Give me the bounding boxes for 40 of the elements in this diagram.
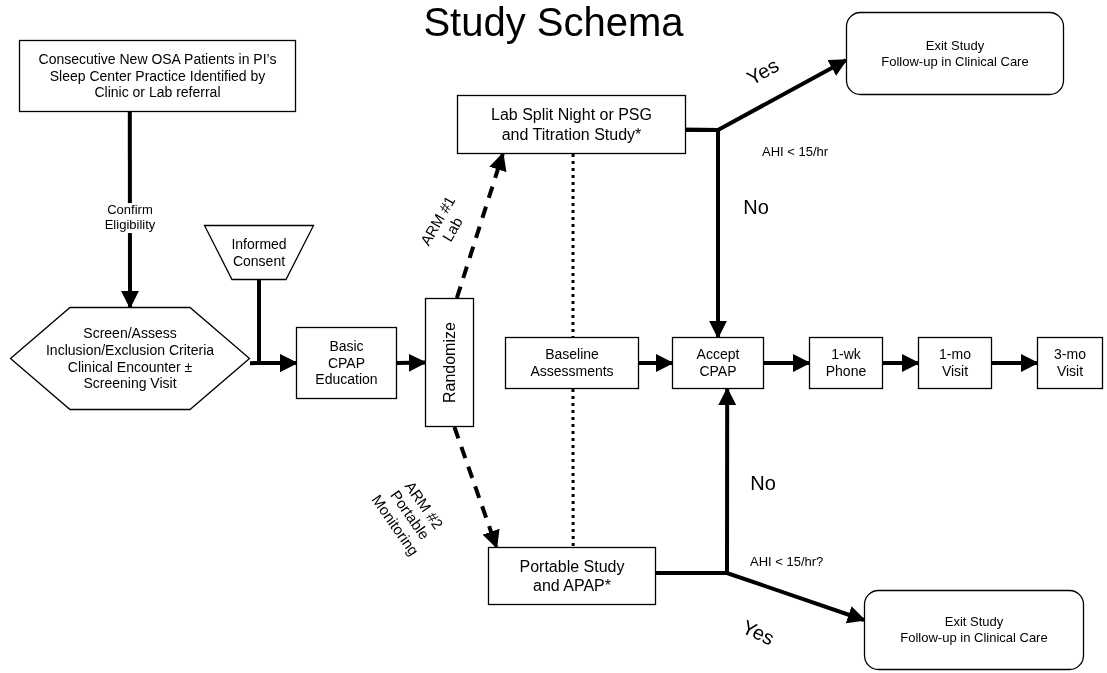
node-text: Screen/Assess Inclusion/Exclusion Criteria Clinical Encounter ± Screening Visit	[44, 324, 216, 393]
node-text: Lab Split Night or PSG and Titration Study*	[490, 105, 653, 144]
process-box	[918, 337, 992, 389]
node-text: Follow-up in Clinical Care	[880, 53, 1030, 70]
input-trapezoid	[204, 225, 314, 280]
terminal-box	[864, 590, 1084, 670]
condition-label: AHI < 15/hr	[762, 145, 829, 160]
title: Study Schema	[422, 0, 685, 44]
process-box	[809, 337, 883, 389]
arrow	[452, 426, 500, 549]
node-text: Randomize	[439, 322, 459, 403]
node-text: Follow-up in Clinical Care	[899, 630, 1049, 646]
terminal-box	[846, 12, 1064, 95]
dotted-line	[571, 389, 575, 547]
node-text: 1-mo Visit	[938, 346, 972, 380]
process-box	[505, 337, 639, 389]
process-box	[296, 327, 397, 399]
edge-label: Yes	[737, 614, 779, 652]
edge-label: Yes	[742, 52, 784, 92]
arrow	[686, 127, 727, 339]
process-box	[672, 337, 764, 389]
node-text: Basic CPAP Education	[314, 337, 379, 389]
node-text: Baseline Assessments	[529, 346, 615, 380]
node-text: 3-mo Visit	[1053, 346, 1087, 380]
node-text: Consecutive New OSA Patients in PI’s Sleep Center Practice Identified by Clinic or Lab referral	[37, 50, 278, 102]
process-box	[1037, 337, 1103, 389]
node-text: 1-wk Phone	[824, 346, 868, 380]
process-box	[488, 547, 656, 605]
node-text: Portable Study and APAP*	[518, 556, 626, 596]
arrow	[454, 152, 507, 299]
process-box	[425, 298, 474, 427]
process-box	[457, 95, 686, 154]
node-text: Exit Study	[924, 37, 986, 54]
node-text: Accept CPAP	[695, 346, 741, 380]
node-text: Exit Study	[943, 614, 1005, 630]
preparation-hexagon	[10, 307, 250, 410]
condition-label: AHI < 15/hr?	[750, 555, 824, 570]
arrow	[121, 112, 139, 309]
node-text: Informed Consent	[230, 235, 288, 270]
process-box	[19, 40, 296, 112]
